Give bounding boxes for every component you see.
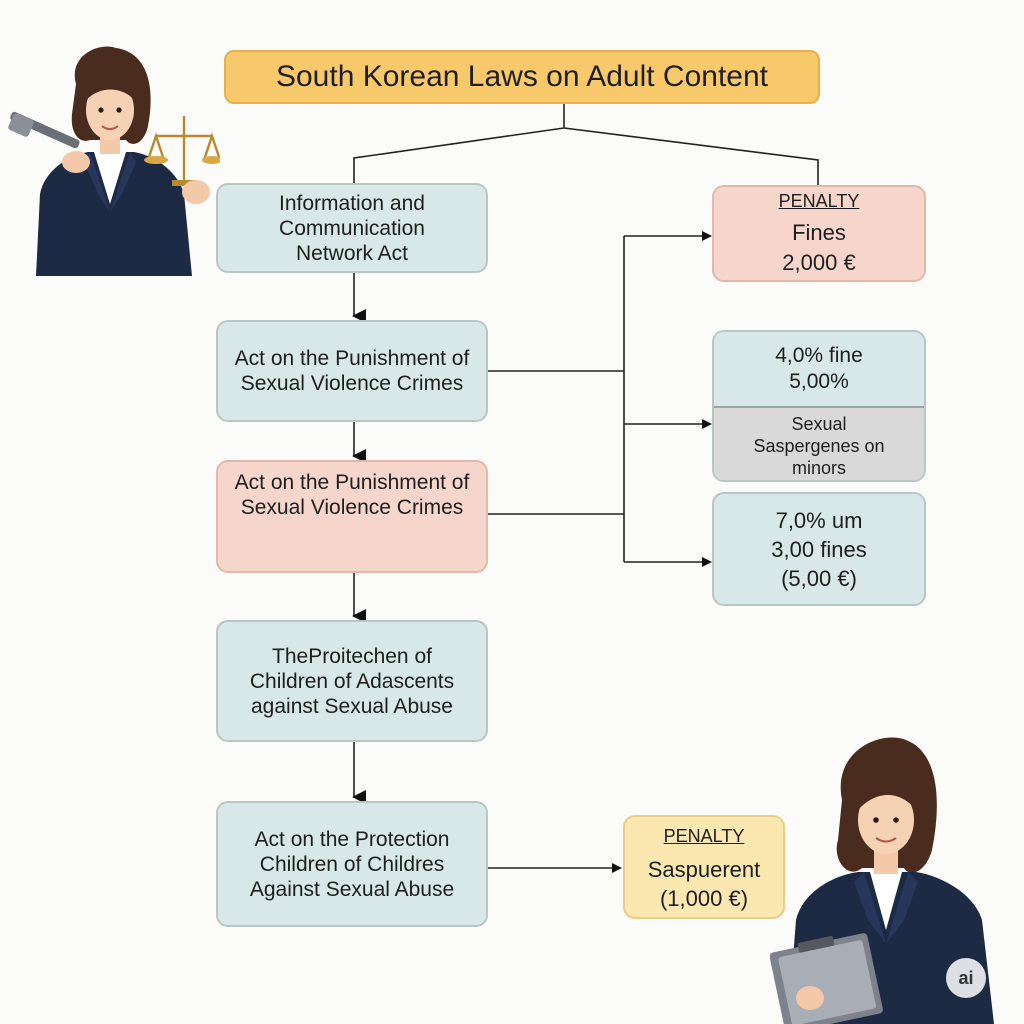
- penalty-line: 2,000 €: [782, 250, 856, 275]
- penalty-heading: PENALTY: [778, 191, 860, 211]
- title-branch-left: [353, 127, 565, 183]
- law-box-5-line: Against Sexual Abuse: [249, 877, 455, 901]
- penalty-line: (1,000 €): [659, 885, 749, 911]
- penalty-line: Sexual: [791, 414, 847, 434]
- penalty-split-top: 4,0% fine 5,00%: [714, 332, 924, 408]
- penalty-box-split: 4,0% fine 5,00% Sexual Saspergenes on mi…: [712, 330, 926, 482]
- law-box-5-line: Children of Childres: [259, 852, 445, 876]
- law-box-2-line: Sexual Violence Crimes: [240, 372, 464, 395]
- penalty-box-third: 7,0% um 3,00 fines (5,00 €): [712, 492, 926, 606]
- lawyer-illustration: [8, 46, 220, 276]
- law-box-3: Act on the Punishment of Sexual Violence…: [216, 460, 488, 573]
- penalty-line: 3,00 fines: [771, 536, 867, 562]
- law-box-5: Act on the Protection Children of Childr…: [216, 801, 488, 927]
- law-box-2-line: Act on the Punishment of: [234, 347, 470, 370]
- penalty-line: Saspergenes on: [753, 436, 885, 456]
- penalty-line: 5,00%: [789, 370, 849, 393]
- law-box-5-line: Act on the Protection: [254, 827, 450, 851]
- penalty-line: 4,0% fine: [775, 344, 863, 367]
- law-box-1: Information and Communication Network Ac…: [216, 183, 488, 273]
- law-box-4-line: Children of Adascents: [249, 669, 455, 693]
- law-box-1-line: Network Act: [295, 241, 409, 265]
- law-box-2: Act on the Punishment of Sexual Violence…: [216, 320, 488, 422]
- diagram-title: South Korean Laws on Adult Content: [224, 50, 820, 104]
- penalty-box-bottom: PENALTY Saspuerent (1,000 €): [623, 815, 785, 919]
- law-box-3-line: Act on the Punishment of: [234, 471, 470, 494]
- penalty-heading: PENALTY: [663, 825, 745, 846]
- ai-badge: ai: [946, 958, 986, 998]
- penalty-line: 7,0% um: [775, 507, 863, 533]
- penalty-box-fines: PENALTY Fines 2,000 €: [712, 185, 926, 282]
- law-box-3-line: Sexual Violence Crimes: [240, 496, 464, 519]
- penalty-line: Fines: [792, 220, 846, 245]
- penalty-line: Saspuerent: [647, 856, 761, 882]
- law-box-1-line: Communication: [279, 216, 425, 240]
- penalty-line: (5,00 €): [781, 565, 857, 591]
- title-branch-right: [563, 127, 819, 185]
- law-box-1-line: Information and: [279, 191, 425, 215]
- penalty-split-bottom: Sexual Saspergenes on minors: [714, 408, 924, 480]
- professional-woman-illustration: [770, 737, 994, 1024]
- law-box-4-line: TheProitechen of: [272, 644, 432, 668]
- penalty-line: minors: [791, 458, 846, 478]
- law-box-4-line: against Sexual Abuse: [251, 694, 453, 718]
- law-box-4: TheProitechen of Children of Adascents a…: [216, 620, 488, 742]
